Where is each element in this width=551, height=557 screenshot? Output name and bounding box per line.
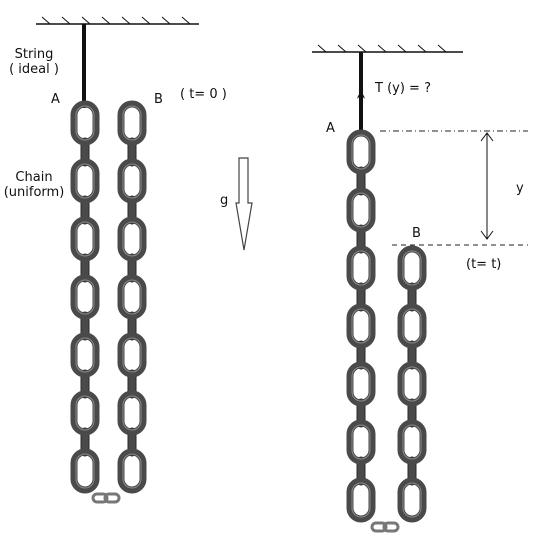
right-chain-b — [397, 245, 427, 523]
left-time-label: ( t= 0 ) — [180, 87, 227, 102]
chain-link-face — [397, 303, 427, 349]
chain-link-highlight — [351, 250, 371, 286]
left-chain-a — [70, 100, 100, 494]
chain-link-highlight — [122, 221, 142, 257]
chain-link-face — [117, 390, 147, 436]
chain-label: Chain (uniform) — [2, 170, 66, 201]
chain-link-face — [70, 216, 100, 262]
chain-link-face — [346, 187, 376, 233]
chain-link-highlight — [351, 424, 371, 460]
y-label: y — [516, 181, 524, 196]
right-chain-a — [346, 129, 376, 523]
chain-link-highlight — [122, 105, 142, 141]
left-bottom-loop — [91, 492, 121, 504]
chain-link-face — [397, 477, 427, 523]
string-label-sub: ( ideal ) — [9, 61, 59, 77]
chain-link-face — [346, 419, 376, 465]
chain-link-face — [117, 216, 147, 262]
string-label-title: String — [14, 47, 54, 62]
chain-link-face — [70, 274, 100, 320]
right-point-a-label: A — [326, 121, 335, 136]
chain-link-highlight — [75, 279, 95, 315]
chain-link-highlight — [402, 482, 422, 518]
chain-link-face — [117, 274, 147, 320]
chain-link-face — [397, 361, 427, 407]
chain-link-face — [117, 158, 147, 204]
string-label: String ( ideal ) — [8, 47, 60, 78]
chain-link-highlight — [402, 366, 422, 402]
chain-link-highlight — [75, 105, 95, 141]
chain-link-highlight — [351, 134, 371, 170]
chain-link-highlight — [122, 453, 142, 489]
chain-link-highlight — [75, 337, 95, 373]
chain-link-highlight — [402, 424, 422, 460]
left-point-b-label: B — [154, 92, 163, 107]
chain-link-highlight — [122, 337, 142, 373]
gravity-label: g — [220, 193, 229, 208]
chain-label-sub: (uniform) — [3, 184, 65, 200]
chain-link-face — [346, 477, 376, 523]
chain-link-face — [346, 129, 376, 175]
chain-link-highlight — [75, 395, 95, 431]
chain-link-highlight — [402, 308, 422, 344]
chain-link-highlight — [122, 163, 142, 199]
chain-link-highlight — [351, 308, 371, 344]
chain-link-highlight — [351, 482, 371, 518]
chain-link-face — [70, 448, 100, 494]
chain-link-face — [346, 303, 376, 349]
right-bottom-loop — [370, 521, 400, 533]
left-point-a-label: A — [51, 92, 60, 107]
chain-link-face — [70, 332, 100, 378]
right-time-label: (t= t) — [466, 257, 502, 272]
chain-link-face — [70, 100, 100, 146]
chain-link-highlight — [75, 221, 95, 257]
chain-link-face — [70, 158, 100, 204]
chain-link-highlight — [122, 395, 142, 431]
chain-link-highlight — [351, 366, 371, 402]
tension-label: T (y) = ? — [375, 81, 431, 96]
chain-link-highlight — [402, 250, 422, 286]
chain-link-face — [117, 332, 147, 378]
chain-link-face — [117, 100, 147, 146]
chain-link-face — [70, 390, 100, 436]
chain-link-highlight — [351, 192, 371, 228]
chain-link-face — [346, 361, 376, 407]
gravity-arrow-icon — [235, 157, 253, 251]
chain-link-highlight — [75, 163, 95, 199]
chain-link-highlight — [75, 453, 95, 489]
chain-link-face — [117, 448, 147, 494]
left-chain-b — [117, 100, 147, 494]
left-string — [82, 24, 86, 108]
chain-link-face — [346, 245, 376, 291]
chain-link-face — [397, 419, 427, 465]
chain-link-highlight — [122, 279, 142, 315]
chain-link-face — [397, 245, 427, 291]
left-ceiling — [36, 16, 199, 25]
y-dimension-arrow-icon — [480, 132, 494, 240]
right-point-b-label: B — [412, 226, 421, 241]
chain-label-title: Chain — [15, 170, 53, 185]
right-ceiling — [312, 44, 463, 53]
